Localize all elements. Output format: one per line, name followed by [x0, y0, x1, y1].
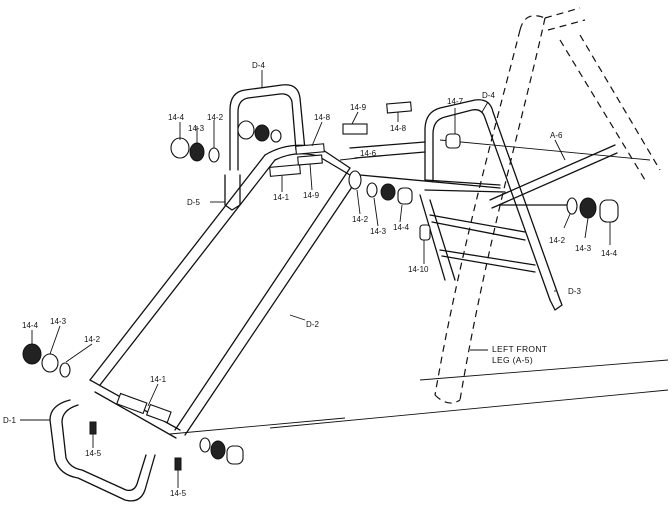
d1-bottom-frame [20, 379, 181, 502]
label-b-14-5b: 14-5 [170, 489, 187, 498]
left-d4-frame [229, 84, 306, 171]
ground-lines [169, 359, 669, 435]
hardware-middle [348, 133, 461, 241]
label-left-front-leg-1: LEFT FRONT [492, 344, 547, 354]
label-d5: D-5 [187, 198, 200, 207]
label-tl-14-3: 14-3 [188, 124, 205, 133]
label-bl-14-3: 14-3 [50, 317, 67, 326]
label-tr-14-8: 14-8 [390, 124, 407, 133]
label-tl-14-2: 14-2 [207, 113, 224, 122]
label-bl-14-2: 14-2 [84, 335, 101, 344]
label-tm-14-9b: 14-9 [303, 191, 320, 200]
label-d4-right: D-4 [482, 91, 495, 100]
label-left-front-leg-2: LEG (A-5) [492, 355, 533, 365]
label-tm-14-6: 14-6 [360, 149, 377, 158]
right-ladder-frame [419, 99, 651, 311]
label-tm-14-9: 14-9 [350, 103, 367, 112]
label-r-14-3: 14-3 [575, 244, 592, 253]
part-labels: D-4 D-4 D-5 D-2 D-1 D-3 A-6 LEFT FRONT L… [3, 61, 618, 498]
hardware-right [566, 197, 619, 223]
label-b-14-5a: 14-5 [85, 449, 102, 458]
label-d4-left: D-4 [252, 61, 265, 70]
hardware-bottom-center [89, 421, 244, 471]
label-d3: D-3 [568, 287, 581, 296]
label-mid-14-3: 14-3 [370, 227, 387, 236]
d5-bracket [210, 174, 241, 211]
leader-lines [31, 70, 611, 488]
label-r-14-2: 14-2 [549, 236, 566, 245]
label-mid-14-2: 14-2 [352, 215, 369, 224]
label-d1: D-1 [3, 416, 16, 425]
label-r-14-4: 14-4 [601, 249, 618, 258]
label-a6: A-6 [550, 131, 563, 140]
label-d2: D-2 [306, 320, 319, 329]
a6-crossbar [489, 144, 618, 209]
label-tr-14-7: 14-7 [447, 97, 464, 106]
label-mid-14-10: 14-10 [408, 265, 429, 274]
left-front-leg-dashed [434, 7, 661, 404]
label-tl-14-4: 14-4 [168, 113, 185, 122]
hardware-top-left [170, 120, 282, 163]
label-tm-14-1: 14-1 [273, 193, 290, 202]
label-b-14-1: 14-1 [150, 375, 167, 384]
top-side-rail [349, 141, 501, 189]
springs [116, 101, 412, 424]
label-bl-14-4: 14-4 [22, 321, 39, 330]
label-tm-14-8: 14-8 [314, 113, 331, 122]
label-mid-14-4: 14-4 [393, 223, 410, 232]
hardware-bottom-left [22, 343, 71, 378]
